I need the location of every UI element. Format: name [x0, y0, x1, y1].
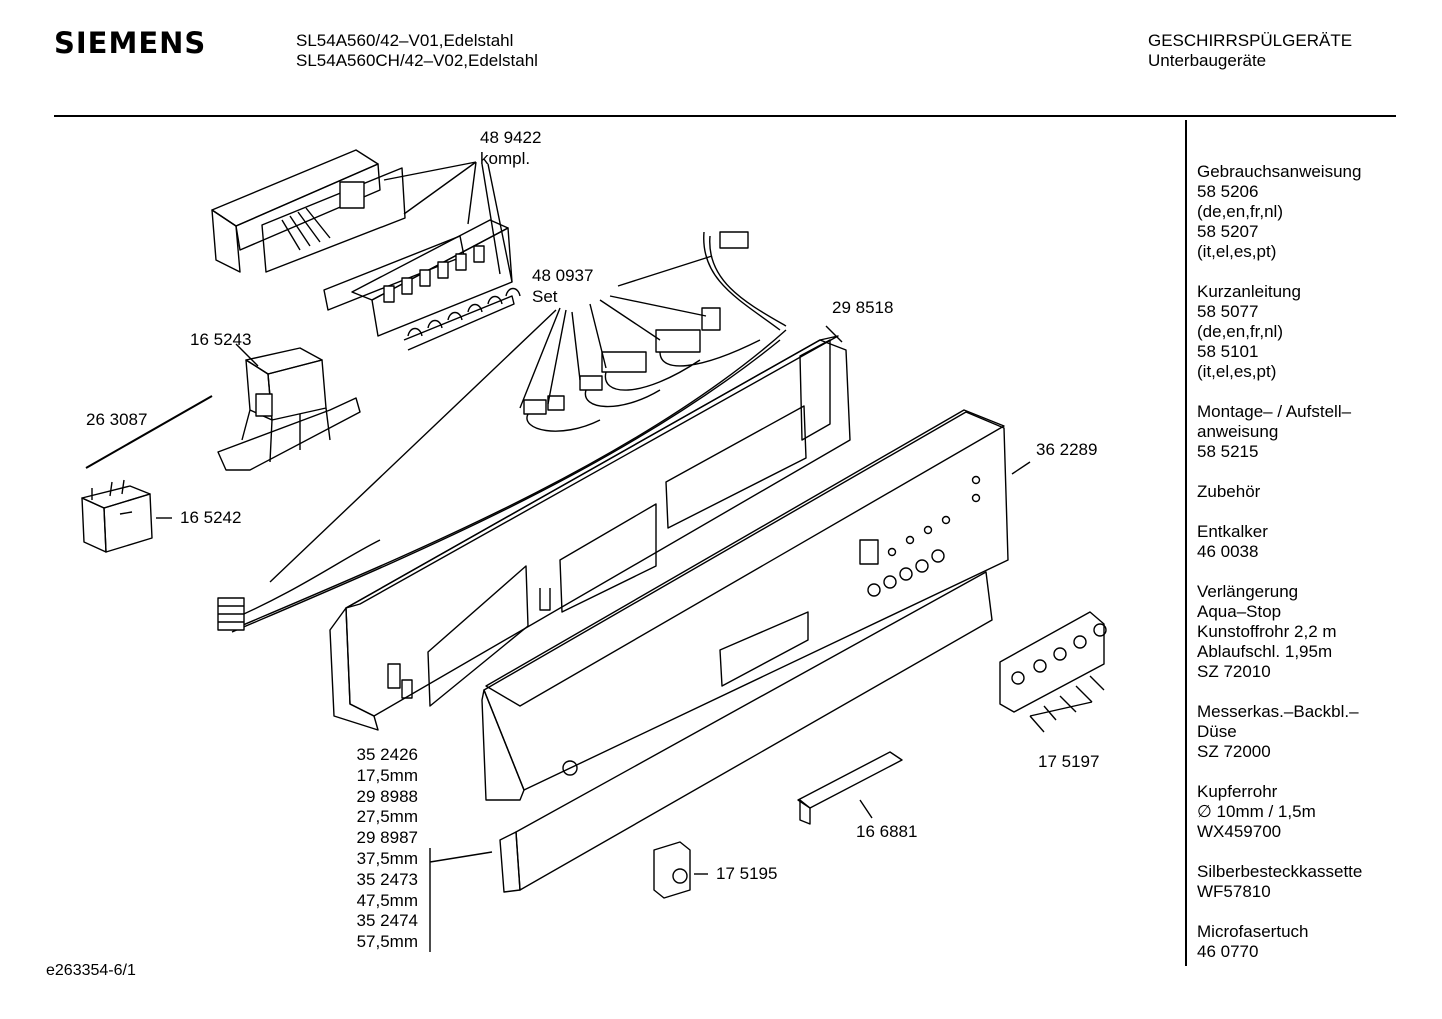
label-166881: 16 6881	[856, 822, 918, 841]
label-298518: 29 8518	[832, 298, 894, 317]
sidebar-line: Ablaufschl. 1,95m	[1197, 642, 1333, 661]
label-263087: 26 3087	[86, 410, 148, 429]
rod-part	[85, 395, 213, 469]
sidebar-line: Gebrauchsanweisung	[1197, 162, 1362, 181]
size-value: 27,5mm	[356, 807, 418, 827]
sidebar-line: Messerkas.–Backbl.–	[1197, 702, 1359, 721]
label-165242: 16 5242	[180, 508, 242, 527]
label-175197: 17 5197	[1038, 752, 1100, 771]
rotary-knob-part	[653, 841, 691, 899]
sidebar-line: 58 5215	[1197, 442, 1259, 461]
accessories-sidebar: Gebrauchsanweisung 58 5206 (de,en,fr,nl)…	[1197, 162, 1427, 982]
sidebar-group: Silberbesteckkassette WF57810	[1197, 862, 1427, 902]
knob-assembly-part	[999, 611, 1107, 733]
sidebar-line: Verlängerung	[1197, 582, 1299, 601]
size-part-number: 35 2473	[356, 869, 418, 889]
sidebar-line: Entkalker	[1197, 522, 1268, 541]
sidebar-line: 58 5101	[1197, 342, 1259, 361]
sidebar-group: Gebrauchsanweisung 58 5206 (de,en,fr,nl)…	[1197, 162, 1427, 262]
wire-harness-part	[217, 231, 787, 633]
sidebar-line: anweisung	[1197, 422, 1279, 441]
leader-480937	[269, 255, 713, 583]
size-variants-list: 35 2426 17,5mm 29 8988 27,5mm 29 8987 37…	[350, 745, 418, 953]
sidebar-group: Verlängerung Aqua–Stop Kunstoffrohr 2,2 …	[1197, 582, 1427, 682]
sidebar-line: WX459700	[1197, 822, 1282, 841]
sidebar-line: SZ 72000	[1197, 742, 1271, 761]
part-note: kompl.	[480, 148, 531, 168]
brand-logo: SIEMENS	[54, 26, 207, 60]
label-175195: 17 5195	[716, 864, 778, 883]
door-lock-part	[217, 347, 361, 471]
label-480937: 48 0937 Set	[532, 266, 593, 308]
part-number: 48 9422	[480, 128, 542, 147]
model-line: SL54A560/42–V01,Edelstahl	[296, 31, 514, 50]
category-heading: GESCHIRRSPÜLGERÄTE Unterbaugeräte	[1148, 31, 1352, 71]
sidebar-group: Messerkas.–Backbl.– Düse SZ 72000	[1197, 702, 1427, 762]
strip-part	[797, 751, 903, 825]
sidebar-line: Microfasertuch	[1197, 922, 1309, 941]
control-board-part	[211, 149, 521, 351]
size-part-number: 29 8987	[356, 828, 418, 848]
leader-489422	[383, 161, 513, 283]
sidebar-line: Aqua–Stop	[1197, 602, 1282, 621]
sidebar-line: 46 0770	[1197, 942, 1259, 961]
model-line: SL54A560CH/42–V02,Edelstahl	[296, 51, 538, 70]
sidebar-line: Düse	[1197, 722, 1237, 741]
size-value: 47,5mm	[356, 890, 418, 910]
leader-165243	[235, 343, 259, 367]
size-value: 37,5mm	[356, 848, 418, 868]
drawing-code: e263354-6/1	[46, 962, 136, 979]
size-part-number: 35 2426	[356, 745, 418, 764]
sidebar-line: Kunstoffrohr 2,2 m	[1197, 622, 1337, 641]
part-number: 48 0937	[532, 266, 594, 285]
front-fascia-part	[481, 409, 1009, 893]
sidebar-line: Montage– / Aufstell–	[1197, 402, 1352, 421]
sidebar-line: 58 5207	[1197, 222, 1259, 241]
label-165243: 16 5243	[190, 330, 252, 349]
size-value: 57,5mm	[356, 932, 418, 952]
sidebar-line: (it,el,es,pt)	[1197, 362, 1277, 381]
sidebar-group: Zubehör	[1197, 482, 1427, 502]
label-362289: 36 2289	[1036, 440, 1098, 459]
sidebar-group: Entkalker 46 0038	[1197, 522, 1427, 562]
sidebar-line: (de,en,fr,nl)	[1197, 202, 1283, 221]
leader-sizes	[429, 848, 493, 952]
leader-362289	[1011, 461, 1031, 475]
sidebar-group: Kurzanleitung 58 5077 (de,en,fr,nl) 58 5…	[1197, 282, 1427, 382]
size-part-number: 35 2474	[356, 911, 418, 931]
category-title: GESCHIRRSPÜLGERÄTE	[1148, 31, 1353, 50]
switch-part	[81, 479, 153, 553]
sidebar-line: ∅ 10mm / 1,5m	[1197, 802, 1316, 821]
panel-frame-part	[329, 335, 851, 731]
sidebar-line: (it,el,es,pt)	[1197, 242, 1277, 261]
sidebar-line: 58 5077	[1197, 302, 1259, 321]
sidebar-line: Kurzanleitung	[1197, 282, 1301, 301]
size-part-number: 29 8988	[356, 786, 418, 806]
leader-298518	[825, 325, 843, 343]
sidebar-line: 46 0038	[1197, 542, 1259, 561]
sidebar-line: Kupferrohr	[1197, 782, 1278, 801]
sidebar-line: SZ 72010	[1197, 662, 1271, 681]
part-note: Set	[532, 286, 558, 306]
sidebar-group: Kupferrohr ∅ 10mm / 1,5m WX459700	[1197, 782, 1427, 842]
size-value: 17,5mm	[356, 765, 418, 785]
sidebar-line: (de,en,fr,nl)	[1197, 322, 1283, 341]
sidebar-group: Microfasertuch 46 0770	[1197, 922, 1427, 962]
label-489422: 48 9422 kompl.	[480, 128, 541, 170]
sidebar-line: WF57810	[1197, 882, 1271, 901]
sidebar-group: Montage– / Aufstell– anweisung 58 5215	[1197, 402, 1427, 462]
leader-166881	[859, 799, 873, 819]
sidebar-line: Zubehör	[1197, 482, 1261, 501]
sidebar-line: 58 5206	[1197, 182, 1259, 201]
sidebar-line: Silberbesteckkassette	[1197, 862, 1363, 881]
model-list: SL54A560/42–V01,Edelstahl SL54A560CH/42–…	[296, 31, 538, 71]
category-subtitle: Unterbaugeräte	[1148, 51, 1267, 70]
